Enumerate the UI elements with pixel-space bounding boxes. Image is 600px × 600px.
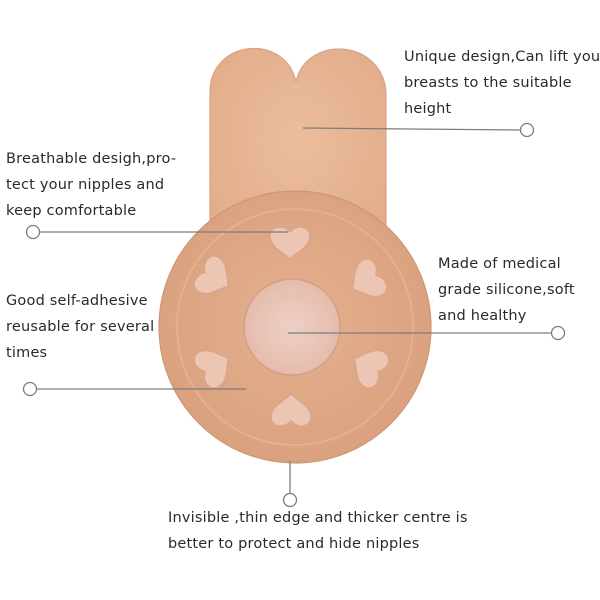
callout-edge: Invisible ,thin edge and thicker centre … [168, 505, 468, 557]
callout-adhesive-line: Good self-adhesive [6, 293, 148, 309]
leader-breathable [25, 224, 288, 240]
heart-spot-lower-right [353, 349, 390, 389]
callout-breathable-line: keep comfortable [6, 203, 137, 219]
leader-adhesive [22, 381, 246, 397]
center-cover [243, 278, 341, 376]
callout-breathable: Breathable desigh,pro- tect your nipples… [6, 146, 176, 224]
callout-adhesive-line: reusable for several [6, 319, 155, 335]
callout-material-line: Made of medical [438, 256, 561, 272]
callout-edge-line: Invisible ,thin edge and thicker centre … [168, 510, 468, 526]
heart-spot-upper-left [193, 255, 230, 295]
callout-material: Made of medical grade silicone,soft and … [438, 251, 575, 329]
heart-spots [193, 226, 390, 427]
callout-edge-line: better to protect and hide nipples [168, 536, 420, 552]
callout-adhesive-line: times [6, 345, 48, 361]
leader-breathable-endpoint-icon [25, 224, 41, 240]
pad-inner-rim [176, 208, 414, 446]
leader-lift-endpoint-icon [519, 122, 535, 138]
leader-edge-endpoint-icon [282, 492, 298, 508]
heart-spot-upper-right [351, 258, 388, 298]
leader-lift [302, 122, 535, 138]
leader-material [288, 325, 566, 341]
callout-lift-line: height [404, 101, 452, 117]
leader-adhesive-endpoint-icon [22, 381, 38, 397]
callout-lift-line: breasts to the suitable [404, 75, 572, 91]
callout-breathable-line: tect your nipples and [6, 177, 165, 193]
callout-material-line: and healthy [438, 308, 527, 324]
heart-spot-top [269, 226, 311, 261]
callout-lift: Unique design,Can lift your breasts to t… [404, 44, 600, 122]
callout-lift-line: Unique design,Can lift your [404, 49, 600, 65]
callout-adhesive: Good self-adhesive reusable for several … [6, 288, 154, 366]
heart-spot-lower-left [193, 349, 230, 389]
leader-edge [282, 461, 298, 508]
leader-lines [22, 122, 566, 508]
heart-spot-bottom [270, 392, 312, 427]
leader-material-endpoint-icon [550, 325, 566, 341]
callout-material-line: grade silicone,soft [438, 282, 575, 298]
callout-breathable-line: Breathable desigh,pro- [6, 151, 177, 167]
